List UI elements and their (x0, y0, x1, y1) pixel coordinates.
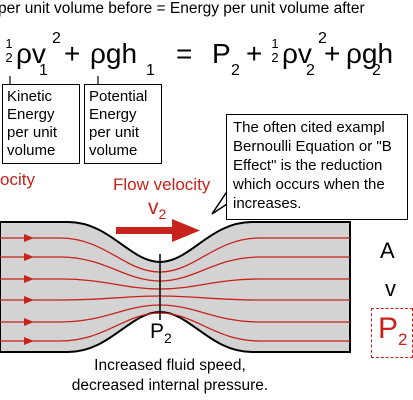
arrowhead-1 (24, 234, 34, 242)
subscript-1b: 1 (146, 62, 155, 79)
kinetic-energy-box: Kinetic Energy per unit volume (2, 84, 80, 164)
fraction-numerator-2: 1 (271, 36, 279, 51)
callout-line-4: which occurs when the (233, 176, 385, 193)
subscript-2c: 2 (372, 62, 381, 79)
flow-arrow-head (172, 219, 200, 242)
caption-line-1: Increased fluid speed, (94, 357, 246, 374)
pipe-body (0, 221, 351, 353)
arrowhead-4 (24, 296, 34, 304)
arrowhead-6 (24, 337, 34, 345)
right-a-label: A (380, 238, 395, 263)
pressure-p: P (212, 38, 231, 69)
right-p-subscript: 2 (398, 330, 408, 349)
arrowhead-5 (24, 318, 34, 326)
arrowhead-3 (24, 275, 34, 283)
flow-arrow-shaft (116, 227, 174, 234)
equals-sign: = (176, 38, 193, 69)
plus-sign-3: + (324, 38, 341, 69)
left-velocity-label: ocity (0, 170, 35, 189)
streamline-arrowheads (24, 234, 34, 345)
right-p-label: P2 (378, 312, 408, 349)
right-p-letter: P (378, 312, 399, 345)
subscript-2b: 2 (306, 62, 315, 79)
rho-v2-term: ρv (282, 38, 312, 69)
header-text: per unit volume before = Energy per unit… (0, 0, 365, 17)
p-letter: P (150, 320, 165, 343)
arrowhead-2 (24, 253, 34, 261)
plus-sign-1: + (64, 38, 81, 69)
rho-gh-term: ρgh (90, 38, 138, 69)
superscript-2: 2 (52, 30, 61, 47)
right-v-label: v (385, 276, 396, 301)
subscript-2a: 2 (231, 62, 240, 79)
diagram-graphics (0, 76, 351, 353)
rho-gh2-term: ρgh (346, 38, 394, 69)
fraction-denominator: 2 (5, 50, 13, 65)
plus-sign-2: + (246, 38, 263, 69)
v-letter: v (148, 196, 159, 219)
callout-line-2: Bernoulli Equation or "B (233, 138, 392, 155)
superscript-2b: 2 (318, 30, 327, 47)
callout-line-5: increases. (233, 195, 302, 212)
rho-v-term: ρv (16, 38, 46, 69)
v2-symbol: v2 (148, 196, 167, 222)
callout-box: The often cited exampl Bernoulli Equatio… (226, 114, 408, 220)
fraction-numerator: 1 (5, 36, 13, 51)
p-subscript: 2 (164, 330, 172, 346)
caption: Increased fluid speed, decreased interna… (70, 356, 270, 396)
subscript-1: 1 (39, 62, 48, 79)
flow-velocity-label: Flow velocity (113, 175, 211, 194)
caption-line-2: decreased internal pressure. (71, 377, 269, 394)
p2-label: P2 (150, 320, 172, 346)
callout-pointer-cover (229, 209, 246, 213)
v-subscript: 2 (158, 206, 167, 222)
callout-line-3: Effect" is the reduction (233, 157, 383, 174)
callout-line-1: The often cited exampl (233, 119, 385, 136)
potential-energy-box: Potential Energy per unit volume (84, 84, 162, 164)
fraction-denominator-2: 2 (271, 50, 279, 65)
